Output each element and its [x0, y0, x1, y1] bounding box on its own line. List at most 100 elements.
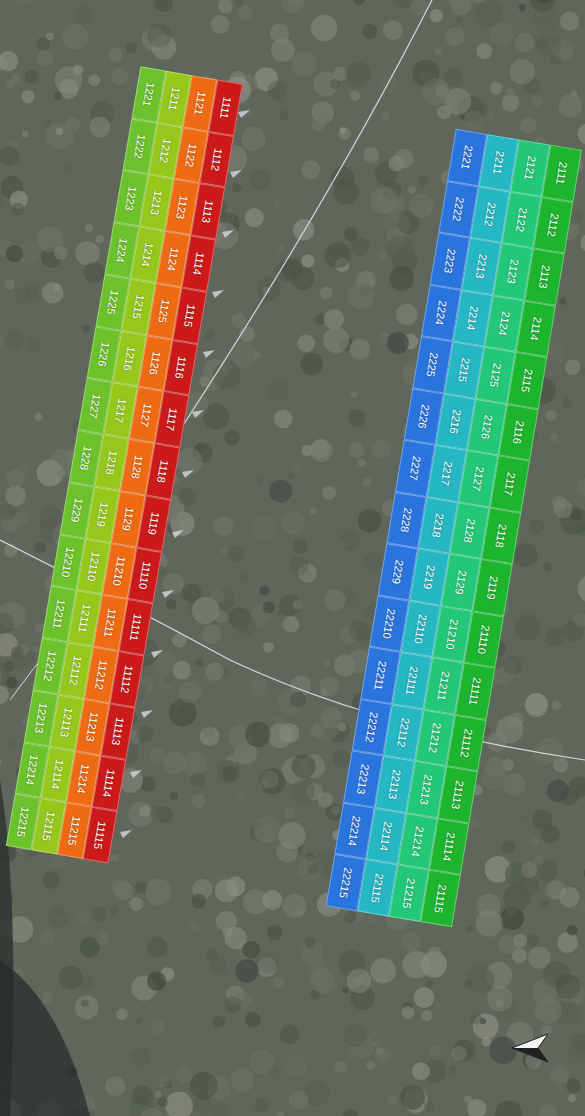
texture-dot [105, 1076, 125, 1096]
texture-dot [301, 255, 314, 268]
texture-dot [12, 647, 34, 669]
texture-dot [85, 224, 94, 233]
texture-dot [466, 925, 473, 932]
texture-dot [541, 825, 560, 844]
north-arrow [512, 1034, 548, 1062]
module-id: 12113 [59, 707, 75, 738]
texture-dot [408, 186, 417, 195]
texture-dot [0, 685, 9, 704]
texture-dot [584, 759, 585, 772]
texture-dot [165, 1092, 193, 1116]
texture-dot [248, 677, 268, 697]
texture-dot [283, 894, 307, 918]
texture-dot [428, 947, 442, 961]
module-id: 2215 [457, 357, 472, 383]
texture-dot [84, 262, 105, 283]
texture-dot [0, 334, 3, 354]
module-id: 2213 [474, 253, 489, 279]
texture-dot [400, 932, 421, 953]
texture-dot [0, 759, 2, 765]
texture-dot [345, 62, 371, 88]
texture-dot [552, 496, 567, 511]
texture-dot [128, 802, 153, 827]
texture-dot [412, 1062, 430, 1080]
texture-dot [523, 814, 529, 820]
texture-dot [6, 677, 18, 689]
texture-dot [489, 1036, 517, 1064]
texture-dot [560, 12, 579, 31]
texture-dot [322, 486, 336, 500]
texture-dot [64, 163, 71, 170]
texture-dot [245, 722, 270, 747]
texture-dot [387, 332, 409, 354]
texture-dot [53, 91, 62, 100]
texture-dot [257, 952, 278, 973]
texture-dot [157, 1097, 167, 1107]
texture-dot [363, 147, 379, 163]
texture-dot [241, 127, 265, 151]
texture-dot [510, 59, 535, 84]
texture-dot [12, 203, 25, 216]
texture-dot [366, 1061, 375, 1070]
texture-dot [267, 925, 282, 940]
module-id: 11211 [102, 608, 118, 638]
texture-dot [225, 996, 242, 1013]
module-id: 2122 [514, 207, 529, 233]
texture-dot [151, 1019, 165, 1033]
texture-dot [410, 194, 434, 218]
texture-dot [108, 48, 123, 63]
texture-dot [437, 105, 451, 119]
module-id: 2219 [422, 564, 437, 590]
texture-dot [370, 186, 398, 214]
texture-dot [75, 995, 99, 1019]
texture-dot [289, 556, 309, 576]
texture-dot [312, 118, 325, 131]
texture-dot [418, 175, 429, 186]
texture-dot [331, 806, 341, 816]
texture-dot [190, 1072, 218, 1100]
texture-dot [476, 910, 503, 937]
texture-dot [487, 986, 513, 1012]
module-id: 1226 [96, 341, 111, 367]
module-id: 2121 [523, 155, 538, 181]
texture-dot [5, 485, 26, 506]
texture-dot [269, 480, 292, 503]
texture-dot [192, 597, 219, 624]
texture-dot [319, 676, 339, 696]
texture-dot [176, 1066, 193, 1083]
texture-dot [56, 128, 64, 136]
module-id: 22111 [404, 666, 420, 696]
texture-dot [584, 866, 585, 881]
texture-dot [533, 0, 555, 3]
texture-dot [166, 599, 176, 609]
module-id: 2127 [471, 466, 486, 492]
texture-dot [574, 1035, 585, 1054]
texture-dot [449, 1066, 457, 1074]
texture-dot [358, 459, 366, 467]
texture-dot [353, 0, 366, 5]
texture-dot [451, 0, 472, 16]
texture-dot [333, 749, 351, 767]
texture-dot [218, 0, 233, 13]
texture-dot [95, 235, 104, 244]
texture-dot [211, 1103, 229, 1116]
texture-dot [534, 996, 562, 1024]
texture-dot [277, 96, 286, 105]
module-id: 1118 [156, 459, 171, 483]
texture-dot [535, 37, 548, 50]
texture-dot [292, 780, 315, 803]
texture-dot [222, 766, 237, 781]
module-id: 2217 [439, 461, 454, 487]
module-id: 21210 [444, 618, 460, 650]
texture-dot [349, 339, 370, 360]
texture-dot [277, 1111, 285, 1116]
texture-dot [482, 1037, 491, 1046]
module-id: 1127 [139, 403, 154, 428]
texture-dot [214, 516, 234, 536]
texture-dot [548, 343, 565, 360]
texture-dot [485, 111, 494, 120]
texture-dot [47, 122, 74, 149]
texture-dot [301, 160, 320, 179]
texture-dot [116, 1008, 128, 1020]
texture-dot [18, 463, 29, 474]
